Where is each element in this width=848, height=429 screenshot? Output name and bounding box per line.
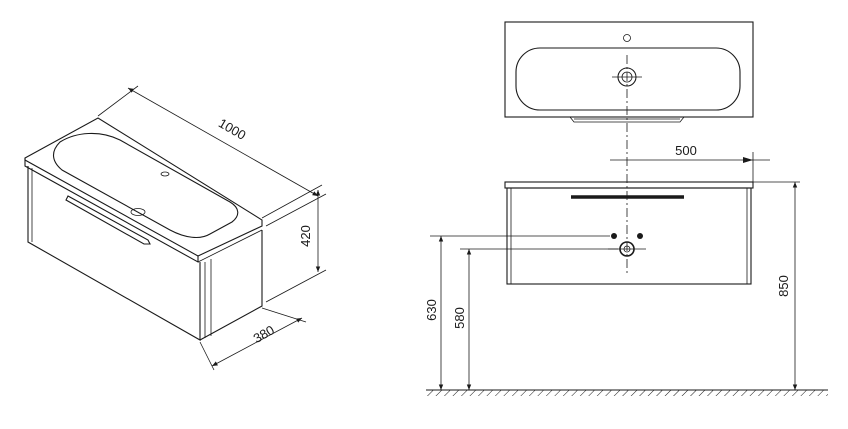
dim-half-width: 500 xyxy=(610,143,770,182)
dim-siphon-height: 580 xyxy=(452,248,618,390)
dim-depth-label: 380 xyxy=(251,322,277,346)
isometric-view: 1000 420 380 xyxy=(24,85,327,371)
dim-total-height: 850 xyxy=(753,181,800,390)
top-view-wall-edge xyxy=(569,116,685,123)
dim-siphon-height-label: 580 xyxy=(452,307,467,329)
drawer-handle xyxy=(65,195,151,245)
top-view-tap-hole xyxy=(623,34,631,42)
cabinet-front-face xyxy=(27,166,201,341)
front-view xyxy=(504,181,754,285)
cabinet-side-face xyxy=(199,230,263,341)
dim-height-label: 420 xyxy=(298,225,313,247)
basin-outline xyxy=(52,132,239,239)
front-view-countertop xyxy=(504,181,754,189)
countertop-top-face xyxy=(24,117,263,257)
drain-point-right xyxy=(637,233,643,239)
countertop-front-edge xyxy=(24,158,199,263)
top-view-basin xyxy=(515,47,741,111)
top-view-outline xyxy=(504,21,754,118)
dim-width-label: 1000 xyxy=(216,115,249,142)
drain-point-left xyxy=(611,233,617,239)
dim-half-width-label: 500 xyxy=(675,143,697,158)
dim-drain-height: 630 xyxy=(424,235,610,390)
dim-total-height-label: 850 xyxy=(776,275,791,297)
top-view xyxy=(504,21,754,123)
tap-hole xyxy=(160,171,170,177)
floor-line xyxy=(426,389,828,396)
dim-drain-height-label: 630 xyxy=(424,299,439,321)
drain-hole xyxy=(130,208,146,216)
